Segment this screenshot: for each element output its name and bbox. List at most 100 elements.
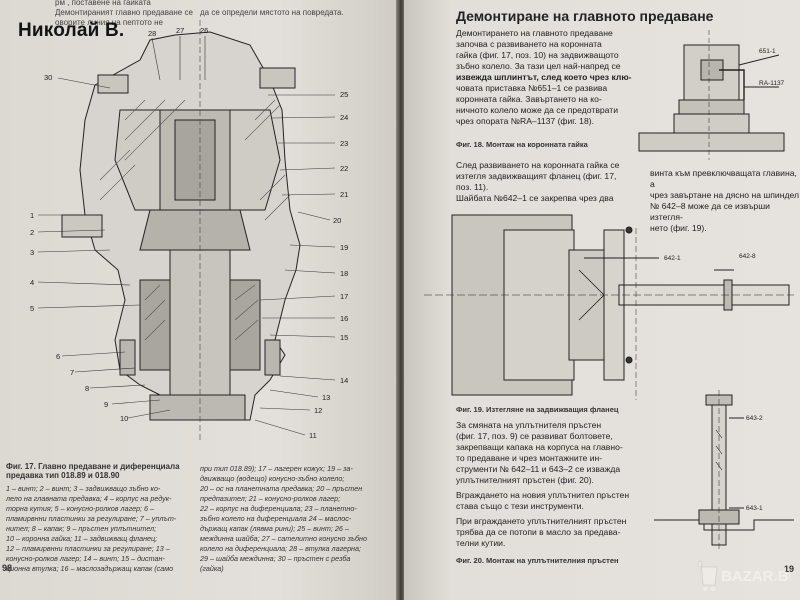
callout-number: 7 [70, 368, 74, 377]
top-line: рм , поставене на гайката [55, 0, 151, 7]
tool-label-642-1: 642-1 [664, 255, 681, 262]
callout-number: 27 [176, 26, 184, 35]
paragraph-2-continued: винта към превключващата главина, а чрез… [650, 168, 800, 234]
fig18-drawing: 651-1 RA-1137 [638, 30, 785, 160]
text-line: нето (фиг. 19). [650, 223, 707, 233]
paragraph-5: При вграждането уплътнителният пръстен т… [456, 516, 646, 549]
callout-number: 1 [30, 211, 34, 220]
callout-number: 11 [309, 431, 317, 440]
figure-17-caption: Фиг. 17. Главно предаване и диференциала… [6, 462, 180, 480]
text-line: уплътнителният пръстен (фиг. 20). [456, 475, 594, 485]
callout-number: 17 [340, 292, 348, 301]
legend-line: конусно-ролков лагер; 14 – винт; 15 – ди… [6, 554, 165, 563]
legend-line: 12 – пламирвнни пластинки за регулиране;… [6, 544, 170, 553]
tool-label-643-2: 643-2 [746, 415, 763, 422]
text-line: поз. 11). [456, 182, 489, 192]
text-line: гайка (фиг. 17, поз. 10) на задвижващото [456, 50, 619, 60]
logo-text: BAZAR.BG [721, 568, 790, 585]
callout-number: 13 [322, 393, 330, 402]
callout-number: 6 [56, 352, 60, 361]
legend-column-1: 1 – винт; 2 – винт; 3 – задвижващо зъбно… [6, 484, 196, 574]
callout-labels: 30 28 27 26 25 24 23 22 21 20 19 18 17 1… [30, 26, 348, 440]
legend-column-2: при тип 018.89); 17 – лагерен кожух; 19 … [200, 464, 392, 574]
figure-20-caption: Фиг. 20. Монтаж на уплътнителния пръстен [456, 556, 619, 565]
text-line: винта към превключващата главина, а [650, 168, 797, 189]
text-line: № 642–8 може да се извърши изтегля- [650, 201, 770, 222]
top-line: оворите линия на пептото не [55, 18, 163, 27]
callout-number: 22 [340, 164, 348, 173]
legend-line: движващо (водещо) конусно-зъбно колело; [200, 474, 345, 483]
legend-line: лело на главната предавка; 4 – корпус на… [6, 494, 172, 503]
figure-19-caption: Фиг. 19. Изтегляне на задвижващия фланец [456, 405, 619, 414]
callout-number: 12 [314, 406, 322, 415]
callout-number: 18 [340, 269, 348, 278]
callout-number: 25 [340, 90, 348, 99]
legend-line: нител; 8 – капак; 9 – пръстен уплътнител… [6, 524, 157, 533]
legend-line: 20 – ос на планетната предавка; 20 – пръ… [200, 484, 363, 493]
callout-number: 26 [200, 26, 208, 35]
callout-number: 8 [85, 384, 89, 393]
caption-line: предавка тип 018.89 и 018.90 [6, 471, 120, 480]
text-line: то предаване и чрез монтажните ин- [456, 453, 603, 463]
callout-number: 9 [104, 400, 108, 409]
fig19-drawing: 642-1 642-8 [424, 214, 794, 400]
right-page: Демонтиране на главното предаване Демонт… [404, 0, 800, 600]
text-line: човата приставка №651–1 се развива [456, 83, 608, 93]
paragraph-2: След развиването на коронната гайка се и… [456, 160, 636, 204]
callout-number: 23 [340, 139, 348, 148]
legend-line: държащ капак (лявма рини); 25 – винт; 26… [200, 524, 349, 533]
text-line: чрез опората №RA–1137 (фиг. 18). [456, 116, 594, 126]
fig20-drawing: 643-2 643-1 [654, 390, 794, 550]
callout-number: 14 [340, 376, 348, 385]
text-line: коронната гайка. Завъртането на ко- [456, 94, 602, 104]
legend-line: (гайка) [200, 564, 224, 573]
legend-line: предпазител; 21 – конусно-ролков лагер; [200, 494, 341, 503]
top-line: Демонтираният главно предаване се [55, 8, 193, 17]
legend-line: 22 – корпус на диференциала; 23 – планет… [200, 504, 357, 513]
legend-line: колело на диференциала; 28 – втулка лаге… [200, 544, 362, 553]
legend-line: при тип 018.89); 17 – лагерен кожух; 19 … [200, 464, 353, 473]
text-line: закрепващи капака на корпуса на главно- [456, 442, 623, 452]
section-heading: Демонтиране на главното предаване [456, 8, 714, 24]
legend-line: междинна шайба; 27 – сателитно конусно з… [200, 534, 368, 543]
text-line: Шайбата №642–1 се закрепва чрез два [456, 193, 614, 203]
callout-number: 21 [340, 190, 348, 199]
tool-label-643-1: 643-1 [746, 505, 763, 512]
right-page-number: 19 [784, 564, 795, 574]
callout-number: 20 [333, 216, 341, 225]
paragraph-1: Демонтирането на главното предаване запо… [456, 28, 661, 127]
watermark-name: Николай В. [18, 20, 125, 41]
legend-line: 29 – шайба междинна; 30 – пръстен с резб… [200, 554, 351, 563]
tool-label-651-1: 651-1 [759, 48, 776, 55]
text-line: започва с развиването на коронната [456, 39, 602, 49]
tool-label-ra-1137: RA-1137 [759, 80, 785, 87]
legend-line: торна кутия; 5 – конусно-ролков лагер; 6… [6, 504, 155, 513]
callout-number: 5 [30, 304, 34, 313]
callout-number: 10 [120, 414, 128, 423]
text-line: Демонтирането на главното предаване [456, 28, 613, 38]
paragraph-4: Вграждането на новия уплътнител пръстен … [456, 490, 646, 512]
callout-number: 16 [340, 314, 348, 323]
callout-number: 28 [148, 29, 156, 38]
legend-line: 10 – коронна гайка; 11 – задвижващ флане… [6, 534, 158, 543]
text-line: За смяната на уплътнителя пръстен [456, 420, 602, 430]
callout-number: 3 [30, 248, 34, 257]
left-top-text-right: да се определи мястото на повредата. [200, 8, 344, 18]
paragraph-3: За смяната на уплътнителя пръстен (фиг. … [456, 420, 646, 486]
text-line: струменти № 642–11 и 643–2 се изважда [456, 464, 621, 474]
left-top-text: рм , поставене на гайката Демонтираният … [55, 0, 193, 28]
text-line: След развиването на коронната гайка се [456, 160, 620, 170]
text-line: зъбно колело. За тази цел най-напред се [456, 61, 621, 71]
top-line: да се определи мястото на повредата. [200, 8, 344, 17]
text-line: изтегля задвижващият фланец (фиг. 17, [456, 171, 617, 181]
text-line: става също с тези инструменти. [456, 501, 584, 511]
tool-label-642-8: 642-8 [739, 253, 756, 260]
callout-number: 24 [340, 113, 348, 122]
bazar-logo: BAZAR.BG [697, 560, 790, 592]
text-line: телни кутии. [456, 538, 506, 548]
text-line: чрез завъртане на дясно на шпиндел [650, 190, 799, 200]
text-line: ничното колело може да се предотврати [456, 105, 618, 115]
figure-18-caption: Фиг. 18. Монтаж на коронната гайка [456, 140, 588, 149]
left-page: рм , поставене на гайката Демонтираният … [0, 0, 398, 600]
legend-line: ционна втулка; 16 – маслозадържащ капак … [6, 564, 174, 573]
